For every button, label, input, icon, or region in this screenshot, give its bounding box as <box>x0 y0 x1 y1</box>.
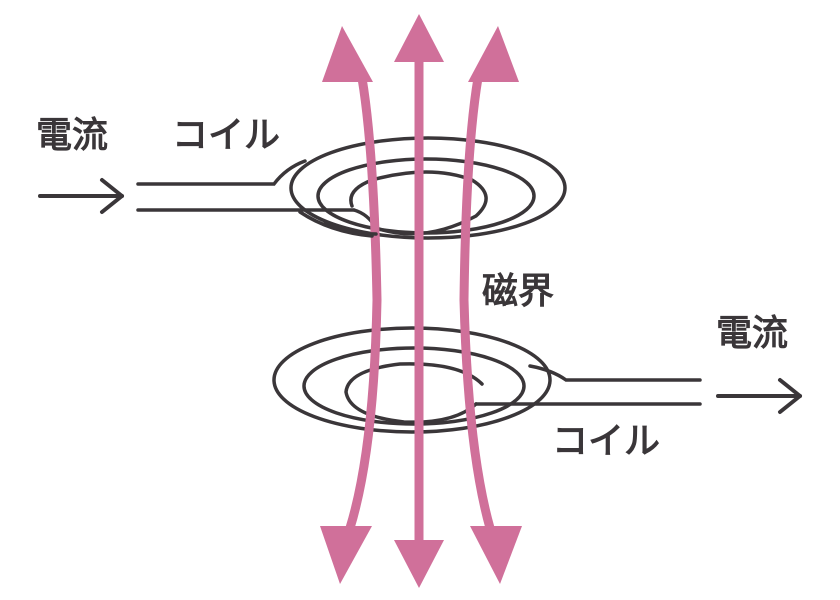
current-out-label: 電流 <box>716 313 789 354</box>
bottom-coil-inner-turn <box>344 362 484 424</box>
field-line-right <box>459 26 522 584</box>
current-in-arrow-icon <box>38 178 124 214</box>
bottom-coil-label: コイル <box>552 421 661 462</box>
top-coil <box>136 136 567 240</box>
magnetic-field-lines <box>320 14 522 588</box>
top-coil-front <box>298 210 378 238</box>
bottom-coil-middle-turn <box>302 346 526 426</box>
top-coil-outer-turn <box>289 136 567 240</box>
bottom-coil <box>272 326 702 434</box>
top-coil-lead-upper <box>136 159 307 186</box>
bottom-coil-lead-upper <box>528 364 702 382</box>
bottom-coil-outer-turn <box>272 326 552 434</box>
current-in-label: 電流 <box>36 115 109 156</box>
field-line-center <box>394 14 444 588</box>
current-out-arrow-icon <box>716 378 802 414</box>
field-line-left <box>320 26 382 584</box>
top-coil-label: コイル <box>172 115 281 156</box>
magnetic-field-label: 磁界 <box>482 271 555 312</box>
